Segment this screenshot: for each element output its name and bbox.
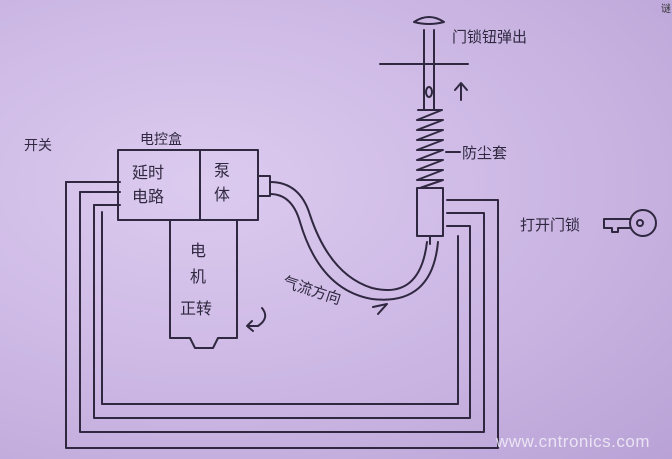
motor-label-line3: 正转 xyxy=(180,299,212,318)
wire-loop-innermost xyxy=(101,211,459,405)
switch-label: 开关 xyxy=(24,138,52,154)
wire-loop-middle xyxy=(79,191,485,433)
delay-circuit-label-line1: 延时 xyxy=(132,163,164,182)
pump-label-line2: 体 xyxy=(214,185,230,204)
cylinder xyxy=(416,187,444,237)
bellows xyxy=(416,109,444,189)
motor-label-line1: 电 xyxy=(190,241,206,260)
key-icon xyxy=(603,209,657,237)
wire-loop-inner xyxy=(93,204,471,419)
open-lock-label: 打开门锁 xyxy=(520,216,580,234)
control-box xyxy=(117,149,259,221)
wire-loop-outer xyxy=(65,181,499,449)
control-box-label: 电控盒 xyxy=(140,131,182,148)
pump-label-line1: 泵 xyxy=(214,161,230,180)
air-tube xyxy=(269,181,428,291)
door-lock-pin-label: 门锁钮弹出 xyxy=(452,28,527,46)
corner-mark: 谜 xyxy=(661,4,671,15)
lock-pin-head xyxy=(413,16,445,25)
motor-label-line2: 机 xyxy=(190,267,206,286)
bellows-label: 防尘套 xyxy=(462,144,507,162)
airflow-label: 气流方向 xyxy=(281,273,344,309)
watermark: www.cntronics.com xyxy=(496,432,650,451)
delay-circuit-label-line2: 电路 xyxy=(132,187,164,206)
motor xyxy=(169,219,238,349)
